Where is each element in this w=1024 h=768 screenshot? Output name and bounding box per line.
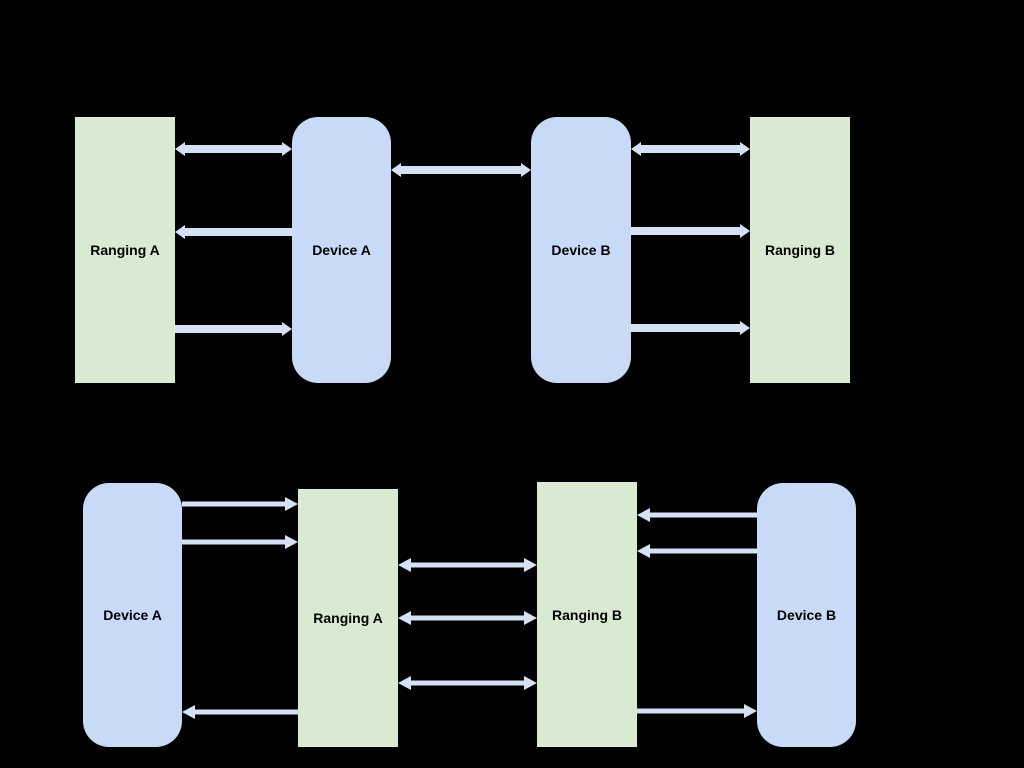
- bottom-device-a-box: Device A: [83, 483, 182, 747]
- top-ranging-b-box: Ranging B: [750, 117, 850, 383]
- bottom-device-a-box-label: Device A: [103, 607, 162, 623]
- top-ranging-a-box-label: Ranging A: [90, 242, 160, 258]
- top-device-b-box-label: Device B: [551, 242, 611, 258]
- top-device-a-box: Device A: [292, 117, 391, 383]
- bottom-device-b-box: Device B: [757, 483, 856, 747]
- top-device-b-box: Device B: [531, 117, 631, 383]
- bottom-ranging-a-box: Ranging A: [298, 489, 398, 747]
- bottom-ranging-a-box-label: Ranging A: [313, 610, 383, 626]
- bottom-ranging-b-box-label: Ranging B: [552, 606, 622, 623]
- top-device-a-box-label: Device A: [312, 242, 371, 258]
- bottom-ranging-b-box: Ranging B: [537, 482, 637, 747]
- top-ranging-b-box-label: Ranging B: [765, 242, 835, 258]
- bottom-device-b-box-label: Device B: [776, 607, 837, 623]
- top-ranging-a-box: Ranging A: [75, 117, 175, 383]
